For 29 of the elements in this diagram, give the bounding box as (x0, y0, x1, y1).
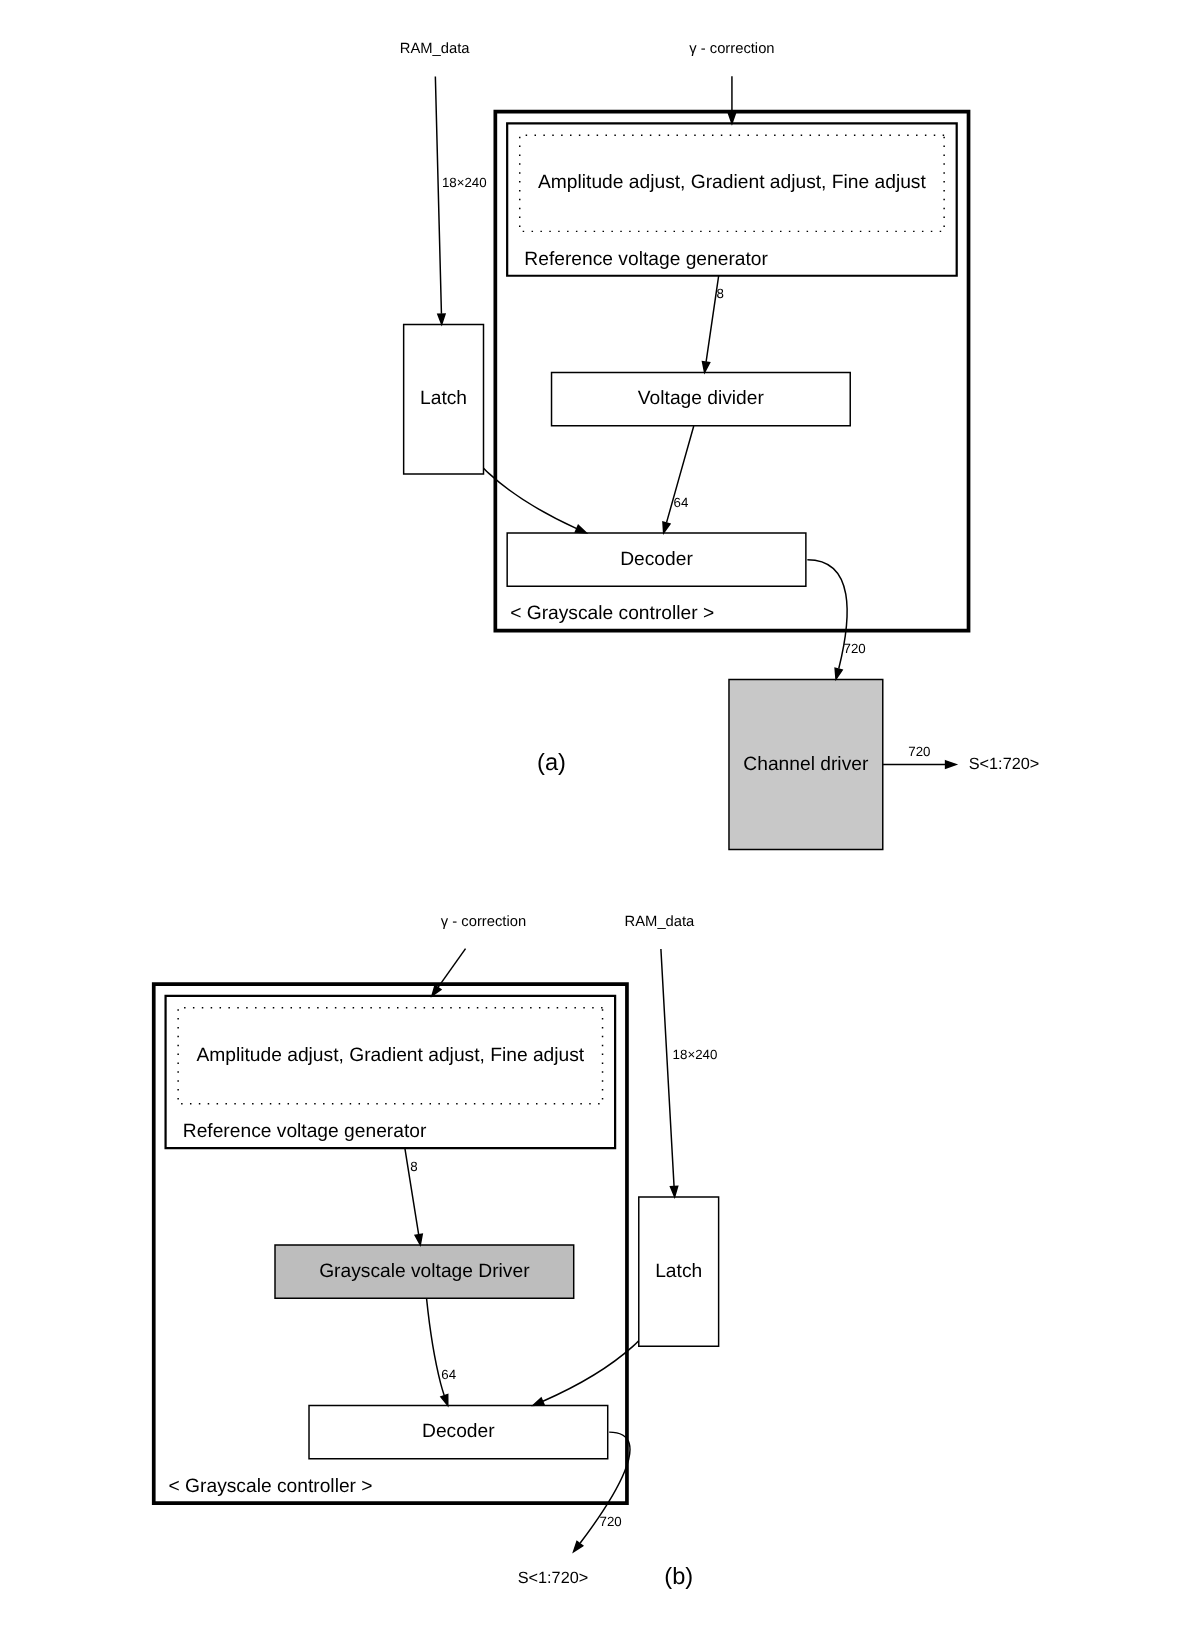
node-box: Latch (402, 323, 485, 475)
node-box: Decoder (308, 1404, 609, 1460)
arrow (404, 1147, 424, 1248)
node-box: Latch (638, 1196, 720, 1348)
arrow (531, 1339, 640, 1407)
arrow (882, 759, 959, 770)
node-box: Voltage divider (550, 371, 851, 427)
node-box: Channel driver (728, 678, 884, 851)
arrow (425, 1297, 449, 1408)
node-box: Amplitude adjust, Gradient adjust, Fine adjust (177, 1007, 604, 1105)
arrow (660, 948, 679, 1200)
arrow (434, 75, 447, 327)
arrow (727, 75, 737, 126)
arrow (806, 558, 848, 682)
arrow (482, 467, 589, 534)
label: (a) (537, 748, 566, 777)
node-text: S<1:720> (968, 754, 1040, 773)
node-text: γ - correction (440, 911, 527, 930)
arrow (430, 947, 467, 998)
node-box: Grayscale voltage Driver (274, 1244, 575, 1300)
label: (b) (664, 1562, 694, 1591)
node-text: S<1:720> (517, 1568, 589, 1587)
node-box: Decoder (506, 532, 807, 587)
arrow (701, 275, 720, 375)
node-text: γ - correction (689, 39, 775, 58)
arrow (662, 425, 695, 536)
node-text: RAM_data (399, 39, 470, 58)
node-text: RAM_data (624, 911, 695, 930)
node-box: Amplitude adjust, Gradient adjust, Fine adjust (519, 134, 945, 233)
